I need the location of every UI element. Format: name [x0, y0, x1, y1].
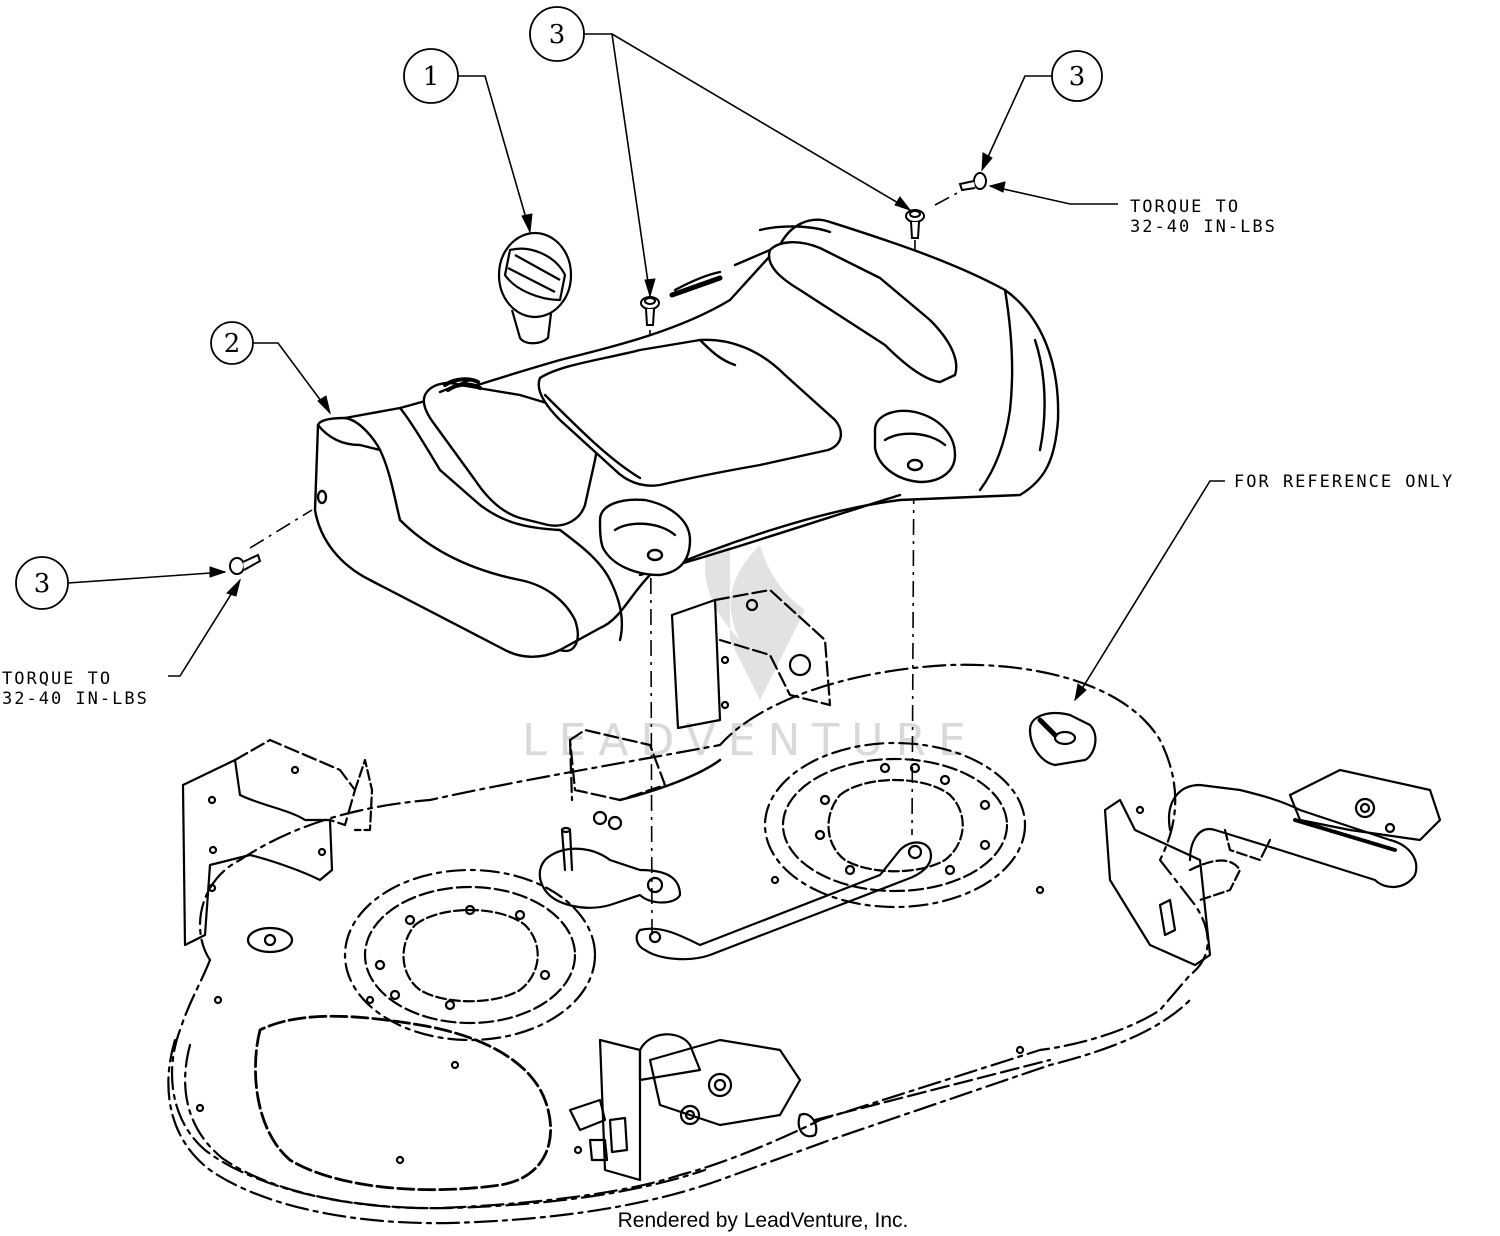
- leader-1: [458, 75, 531, 233]
- alignment-line-side-bolt-left: [249, 509, 313, 549]
- left-deck-bracket: [181, 758, 334, 947]
- knob: [497, 231, 573, 345]
- left-spindle-hub: [402, 908, 539, 1003]
- front-hitch-pipe: [1167, 783, 1418, 888]
- rear-pivot: [638, 1033, 702, 1082]
- left-spindle-ring-outer: [343, 868, 597, 1042]
- anti-scalp-left: [246, 926, 294, 954]
- leader-torque-right: [989, 185, 1118, 205]
- torque-note-right-line2: 32-40 IN-LBS: [1130, 217, 1277, 237]
- leader-arrowheads: [209, 152, 1087, 702]
- bolts: [229, 172, 987, 575]
- callout-1: 1: [403, 48, 459, 104]
- right-spindle-ring: [781, 757, 1009, 893]
- idler-bracket: [538, 847, 682, 909]
- belt-arm: [635, 841, 933, 961]
- svg-text:3: 3: [549, 20, 566, 50]
- mower-deck: [167, 588, 1442, 1225]
- center-vent: [537, 338, 843, 487]
- left-bolt-boss: [598, 498, 692, 577]
- belt-cover: [313, 218, 1060, 658]
- callout-3-right: 3: [1051, 50, 1103, 102]
- notes: TORQUE TO 32-40 IN-LBS TORQUE TO 32-40 I…: [2, 197, 1454, 709]
- leader-3-top-b: [611, 33, 911, 211]
- svg-text:1: 1: [423, 62, 440, 92]
- svg-text:2: 2: [224, 329, 241, 359]
- leader-3-left: [67, 571, 226, 584]
- bolt-side-right: [958, 172, 987, 192]
- leader-3-top-a: [583, 33, 651, 297]
- callouts: 1 2 3 3 3: [15, 6, 1103, 610]
- right-spindle-ring-outer: [763, 741, 1027, 909]
- torque-note-left-line2: 32-40 IN-LBS: [2, 689, 149, 709]
- callout-2: 2: [210, 321, 254, 365]
- baffle-bracket: [568, 728, 667, 802]
- svg-text:3: 3: [1069, 62, 1086, 92]
- leader-torque-left: [168, 579, 241, 677]
- bolt-center-left: [640, 296, 660, 326]
- reference-note: FOR REFERENCE ONLY: [1234, 472, 1454, 492]
- watermark-text: LEADVENTURE: [522, 715, 978, 766]
- right-vent-recess: [767, 241, 958, 384]
- footer-credit: Rendered by LeadVenture, Inc.: [618, 1209, 909, 1232]
- callout-3-top: 3: [529, 6, 585, 62]
- deck-skirt-inner: [184, 1043, 707, 1210]
- right-spindle-hub: [827, 778, 964, 873]
- leader-lines: [67, 33, 1225, 701]
- right-bolt-boss: [873, 409, 957, 484]
- top-roller: [1028, 712, 1097, 767]
- bolt-side-left: [229, 553, 262, 575]
- svg-text:3: 3: [34, 569, 51, 599]
- side-mount-hole: [316, 489, 328, 505]
- bolt-center-right: [905, 209, 925, 239]
- leader-reference: [1074, 480, 1225, 701]
- front-right-bracket: [1103, 798, 1212, 967]
- callout-3-left: 3: [15, 556, 69, 610]
- torque-note-right-line1: TORQUE TO: [1130, 197, 1240, 217]
- leader-3-right: [981, 75, 1052, 171]
- deck-left-opening: [254, 1014, 553, 1192]
- torque-note-left-line1: TORQUE TO: [2, 669, 112, 689]
- deck-skirt: [167, 998, 1192, 1225]
- leader-2: [252, 342, 331, 414]
- knob-head: [497, 231, 573, 319]
- left-spindle-ring: [363, 885, 577, 1025]
- upright-bracket: [670, 598, 722, 730]
